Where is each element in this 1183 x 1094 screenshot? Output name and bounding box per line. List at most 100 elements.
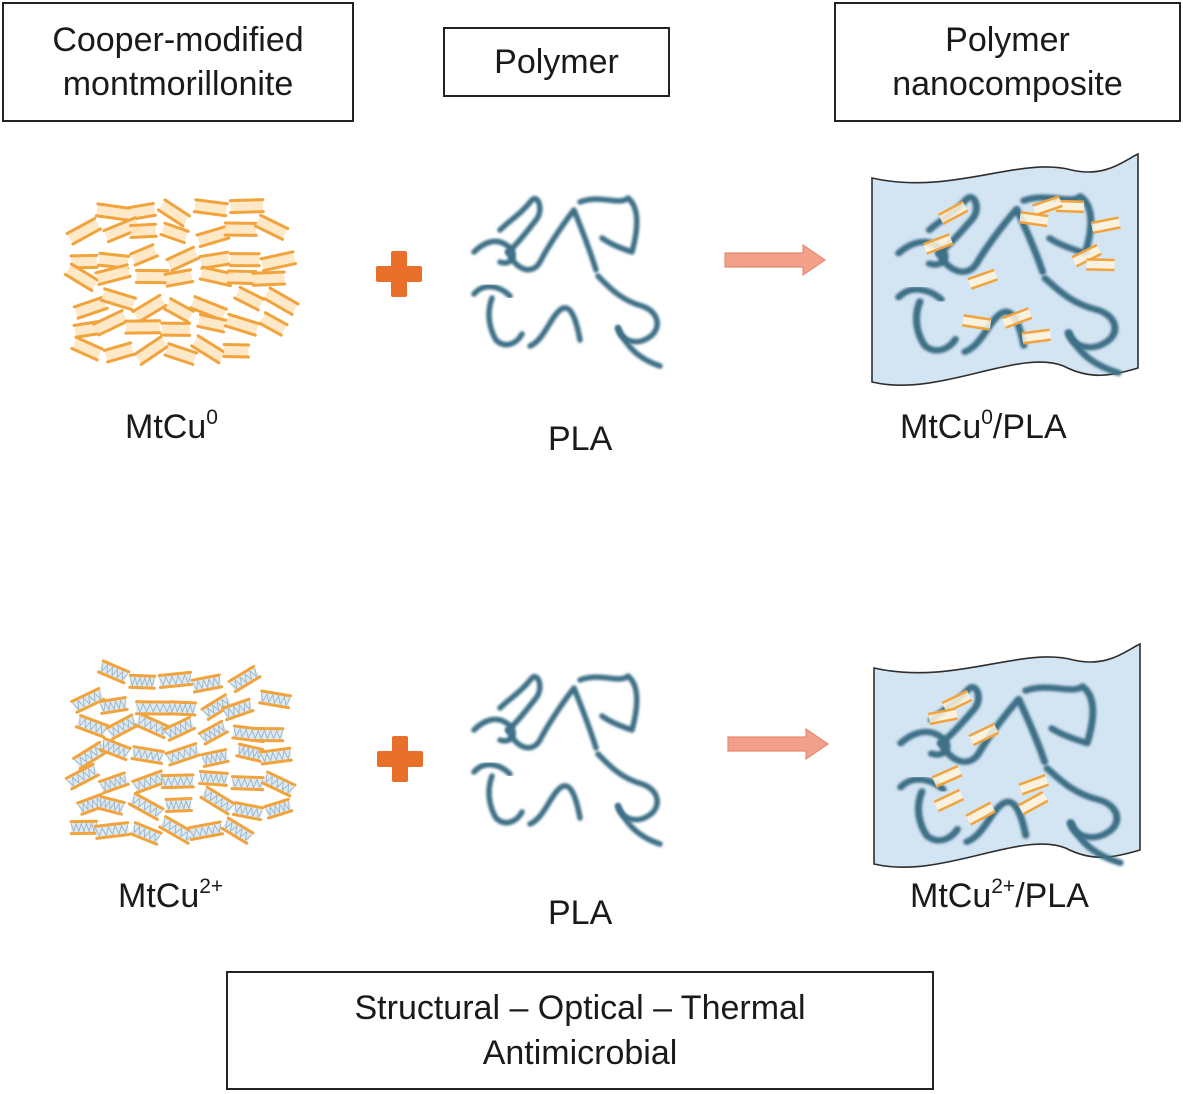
clay-platelet-icon [94,263,132,286]
clay-platelet-icon [190,673,224,694]
clay-platelet-icon [63,262,100,293]
film-sheet-icon [871,152,1139,386]
polymer-chain-icon [471,673,663,847]
clay-platelet-icon [233,285,266,312]
clay-platelet-icon [223,221,258,237]
clay-platelet-icon [102,341,136,364]
clay-platelet-icon [1086,258,1115,272]
clay-platelet-icon [1001,307,1033,329]
clay-platelet-icon [157,670,194,689]
clay-platelet-icon [164,797,193,813]
clay-platelet-icon [74,714,110,739]
clay-platelet-icon [163,342,199,366]
clay-platelet-icon [127,791,165,821]
clay-platelet-icon [235,742,265,763]
clay-platelet-icon [261,770,297,798]
clay-platelet-icon [227,664,262,694]
polymer-label-row1: PLA [548,420,613,458]
composite-label-row2: MtCu2+/PLA [910,875,1089,915]
clay-platelet-icon [133,712,171,740]
clay-platelet-icon [228,252,261,268]
clay-platelet-icon [226,269,258,286]
clay-platelet-icon [167,700,198,717]
clay-platelet-icon [258,311,289,337]
clay-platelet-icon [163,268,195,288]
clay-platelet-icon [967,268,998,290]
clay-platelet-icon [92,308,129,337]
clay-platelet-icon [197,719,229,746]
composite-header-line2: nanocomposite [892,65,1123,103]
clay-platelet-icon [228,198,265,215]
clay-platelet-icon [94,202,133,222]
clay-platelet-icon [129,821,163,846]
clay-platelet-icon [192,198,229,218]
clay-platelet-icon [250,726,285,743]
clay-platelet-icon [922,233,954,255]
clay-platelet-icon [133,335,170,366]
polymer-label-row2: PLA [548,894,613,932]
clay-platelet-icon [76,792,107,816]
clay-platelet-icon [96,795,126,816]
clay-platelet-icon [221,697,255,722]
clay-header-line2: montmorillonite [62,65,294,103]
clay-platelet-icon [198,250,232,270]
clay-platelet-icon [64,762,101,791]
clay-platelet-icon [968,722,1000,747]
clay-platelet-icon [1021,328,1051,345]
clay-platelet-icon [220,816,255,845]
clay-platelet-icon [933,788,965,813]
clay-platelet-icon [1017,790,1049,816]
clay-platelet-icon [160,773,195,790]
clay-platelet-icon [927,707,958,726]
clay-platelet-icon [134,700,172,716]
composite-header-box: Polymer nanocomposite [834,2,1181,122]
clay-platelet-icon [259,250,298,273]
clay-platelet-icon [124,319,162,335]
clay-platelet-icon [158,815,196,845]
clay-platelet-icon [195,225,231,249]
clay-cluster-row1 [63,198,300,366]
clay-cluster-row2 [64,659,297,846]
clay-platelet-icon [190,334,227,365]
clay-platelet-icon [105,713,139,741]
clay-platelet-icon [131,293,168,324]
clay-header-box: Cooper-modified montmorillonite [2,2,354,122]
clay-platelet-icon [222,342,251,359]
clay-platelet-icon [131,769,167,795]
clay-platelet-icon [163,297,195,324]
plus-icon [376,251,422,297]
clay-platelet-icon [156,198,192,228]
clay-platelet-icon [128,673,157,690]
clay-platelet-icon [98,736,132,762]
composite-header-line1: Polymer [945,20,1070,59]
clay-platelet-icon [187,820,225,842]
clay-platelet-icon [72,295,109,320]
right-arrow-icon [724,243,827,277]
clay-platelet-icon [258,689,293,710]
clay-platelet-icon [1018,774,1050,796]
polymer-chain-icon [471,195,663,369]
clay-platelet-icon [165,245,201,272]
clay-platelet-icon [223,312,261,337]
clay-platelet-icon [253,213,290,241]
clay-platelet-icon [93,821,131,840]
clay-platelet-icon [159,221,190,245]
clay-platelet-icon [69,253,99,270]
clay-platelet-icon [1019,211,1049,228]
clay-platelet-icon [164,742,202,767]
clay-platelet-icon [230,775,265,792]
clay-platelet-icon [262,286,300,316]
clay-label-row2: MtCu2+ [118,875,224,915]
clay-platelet-icon [931,764,963,788]
clay-platelet-icon [1090,216,1121,235]
clay-platelet-icon [65,216,102,246]
clay-platelet-icon [200,693,234,721]
clay-platelet-icon [198,769,229,787]
clay-platelet-icon [263,797,294,820]
clay-platelet-icon [259,746,293,766]
clay-platelet-icon [965,801,996,826]
clay-platelet-icon [937,200,969,225]
clay-label-row1: MtCu0 [125,406,218,446]
clay-platelet-icon [97,771,130,795]
